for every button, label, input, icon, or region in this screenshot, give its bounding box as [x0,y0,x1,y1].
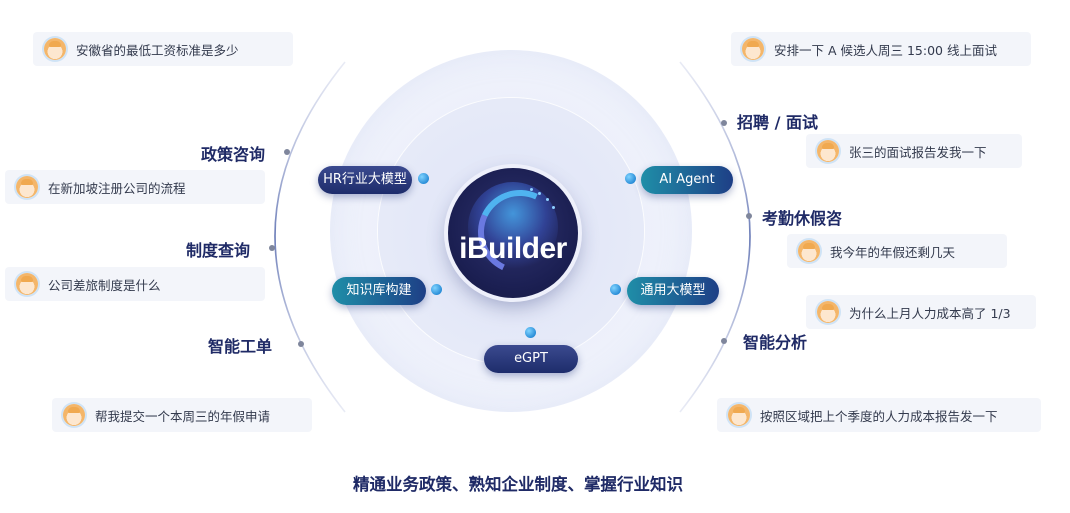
question-text: 帮我提交一个本周三的年假申请 [95,408,271,424]
question-bubble: 为什么上月人力成本高了 1/3 [806,295,1036,329]
question-text: 我今年的年假还剩几天 [830,244,956,260]
user-avatar-icon [44,38,66,60]
question-bubble: 张三的面试报告发我一下 [806,134,1022,168]
question-text: 张三的面试报告发我一下 [849,144,987,160]
category-recruit: 招聘 / 面试 [737,113,818,132]
left-arc [274,61,346,413]
question-text: 安排一下 A 候选人周三 15:00 线上面试 [774,42,997,58]
node-general-model[interactable]: 通用大模型 [627,277,719,305]
node-dot [610,284,621,295]
category-bullet [721,338,727,344]
node-egpt[interactable]: eGPT [484,345,578,373]
category-bullet [746,213,752,219]
category-bullet [269,245,275,251]
category-bullet [284,149,290,155]
user-avatar-icon [63,404,85,426]
category-policy: 政策咨询 [201,145,266,164]
user-avatar-icon [817,140,839,162]
question-text: 在新加坡注册公司的流程 [48,180,186,196]
node-dot [625,173,636,184]
question-bubble: 安徽省的最低工资标准是多少 [33,32,293,66]
question-text: 为什么上月人力成本高了 1/3 [849,305,1011,321]
category-rules: 制度查询 [186,241,251,260]
question-bubble: 我今年的年假还剩几天 [787,234,1007,268]
ibuilder-logo: iBuilder [459,232,567,265]
node-ai-agent[interactable]: AI Agent [641,166,733,194]
node-knowledge-base[interactable]: 知识库构建 [332,277,426,305]
user-avatar-icon [16,176,38,198]
node-dot [525,327,536,338]
node-dot [431,284,442,295]
user-avatar-icon [16,273,38,295]
question-bubble: 帮我提交一个本周三的年假申请 [52,398,312,432]
question-bubble: 按照区域把上个季度的人力成本报告发一下 [717,398,1041,432]
logo-glow [468,182,558,272]
category-bullet [298,341,304,347]
question-bubble: 安排一下 A 候选人周三 15:00 线上面试 [731,32,1031,66]
question-bubble: 公司差旅制度是什么 [5,267,265,301]
category-attendance: 考勤休假咨 [762,209,843,228]
category-bullet [721,120,727,126]
user-avatar-icon [728,404,750,426]
sparkle-icon [552,206,555,209]
user-avatar-icon [798,240,820,262]
node-dot [418,173,429,184]
category-ticket: 智能工单 [208,337,273,356]
question-bubble: 在新加坡注册公司的流程 [5,170,265,204]
tagline: 精通业务政策、熟知企业制度、掌握行业知识 [353,475,683,494]
sparkle-icon [546,198,549,201]
node-hr-model[interactable]: HR行业大模型 [318,166,412,194]
sparkle-icon [530,188,533,191]
right-arc [679,61,751,413]
question-text: 安徽省的最低工资标准是多少 [76,42,239,58]
user-avatar-icon [817,301,839,323]
question-text: 按照区域把上个季度的人力成本报告发一下 [760,408,998,424]
question-text: 公司差旅制度是什么 [48,277,161,293]
category-analysis: 智能分析 [743,333,808,352]
user-avatar-icon [742,38,764,60]
sparkle-icon [538,192,541,195]
